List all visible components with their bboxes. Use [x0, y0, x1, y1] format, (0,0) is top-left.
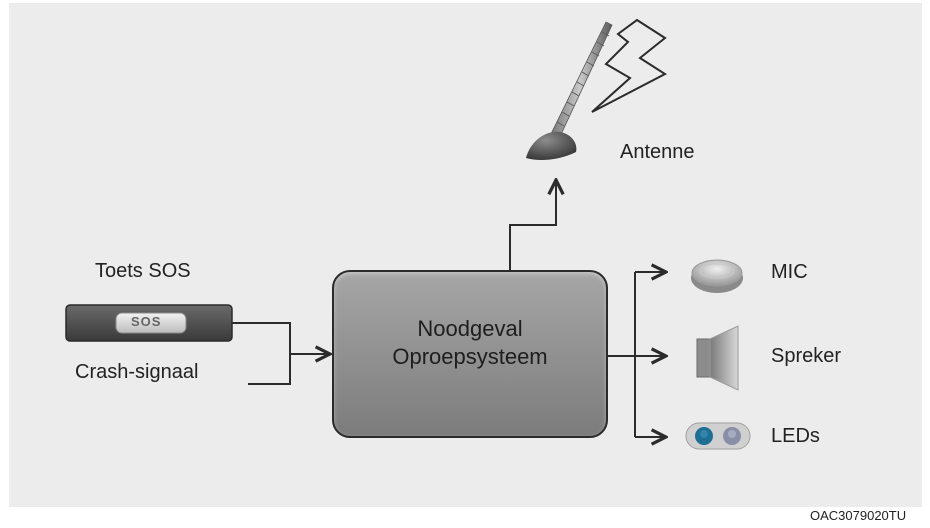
- speaker-icon: [696, 325, 739, 391]
- system-label-line1: Noodgeval: [417, 316, 523, 341]
- crash-signal-label: Crash-signaal: [75, 361, 199, 383]
- sos-button-text: SOS: [131, 314, 162, 329]
- microphone-icon: [691, 259, 743, 293]
- mic-label: MIC: [771, 261, 808, 283]
- system-label-line2: Oproepsysteem: [392, 344, 548, 369]
- antenna-icon: [526, 21, 613, 160]
- speaker-label: Spreker: [771, 345, 842, 367]
- leds-label: LEDs: [771, 425, 820, 447]
- antenna-connector: [509, 180, 556, 270]
- led-icon: [685, 422, 751, 450]
- sos-key-label: Toets SOS: [95, 260, 191, 282]
- lightning-icon: [591, 18, 667, 113]
- output-connectors: [608, 272, 666, 437]
- emergency-call-system-box: [332, 270, 608, 438]
- antenna-label: Antenne: [620, 141, 695, 163]
- sos-key-icon: [65, 304, 233, 342]
- input-connectors: [232, 322, 330, 385]
- figure-code: OAC3079020TU: [810, 508, 907, 523]
